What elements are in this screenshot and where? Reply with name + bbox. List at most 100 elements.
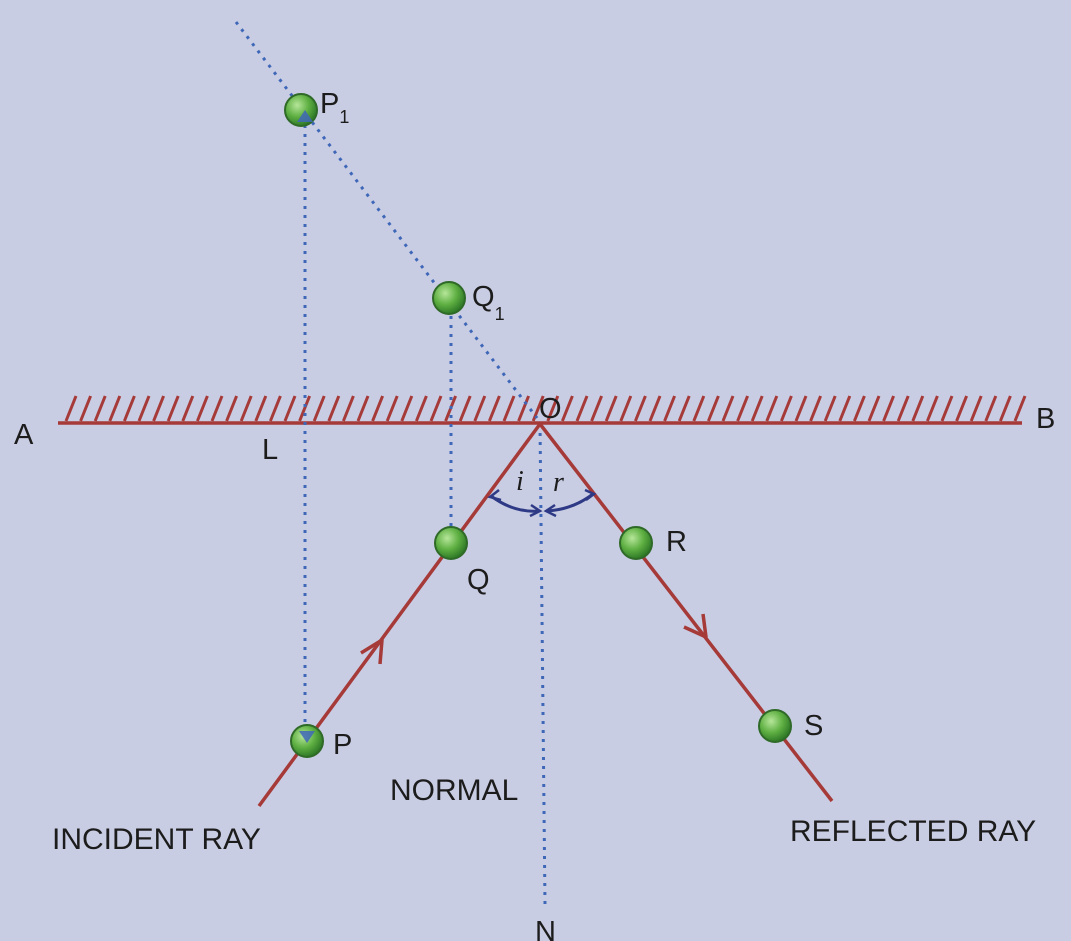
p-marker-icon bbox=[299, 731, 315, 743]
mirror-hatch bbox=[269, 395, 282, 422]
mirror-hatch bbox=[882, 395, 895, 422]
mirror-hatch bbox=[750, 395, 764, 422]
mirror-hatch bbox=[561, 395, 574, 422]
mirror-hatch bbox=[283, 395, 297, 422]
mirror-hatch bbox=[327, 395, 341, 422]
mirror-hatch bbox=[488, 395, 501, 422]
angle-r-arrowhead-right bbox=[584, 488, 597, 501]
angle-i-arrowhead-right bbox=[529, 503, 543, 518]
angle-i-arrowhead-left bbox=[487, 489, 502, 502]
label-p: P bbox=[333, 729, 352, 761]
p1-marker-icon bbox=[297, 110, 313, 122]
mirror-hatch bbox=[794, 395, 808, 422]
label-q: Q bbox=[467, 564, 490, 596]
label-p1: P1 bbox=[320, 88, 349, 127]
label-angle-r: r bbox=[553, 467, 564, 498]
mirror-hatch bbox=[648, 395, 662, 422]
mirror-hatch bbox=[137, 395, 151, 422]
label-a: A bbox=[14, 419, 34, 451]
mirror-hatch bbox=[955, 395, 968, 422]
normal-line bbox=[538, 423, 547, 906]
mirror-hatch bbox=[502, 395, 516, 422]
mirror-hatch bbox=[356, 395, 370, 422]
incident-arrow bbox=[360, 638, 384, 665]
mirror-hatch bbox=[385, 395, 399, 422]
mirror-hatch bbox=[721, 395, 735, 422]
mirror-hatch bbox=[590, 395, 603, 422]
label-q1-letter: Q bbox=[472, 281, 495, 313]
mirror-hatch bbox=[79, 395, 92, 422]
pin-q bbox=[434, 526, 468, 560]
mirror-hatch bbox=[575, 395, 589, 422]
mirror-hatch bbox=[108, 395, 122, 422]
label-b: B bbox=[1036, 403, 1055, 435]
mirror-hatch bbox=[239, 395, 253, 422]
mirror-hatch bbox=[780, 395, 793, 422]
mirror-hatch bbox=[707, 395, 720, 422]
mirror-hatching bbox=[64, 395, 1027, 422]
mirror-hatch bbox=[400, 395, 414, 422]
mirror-hatch bbox=[692, 395, 706, 422]
mirror-hatch bbox=[371, 395, 384, 422]
mirror-hatch bbox=[765, 395, 779, 422]
mirror-hatch bbox=[166, 395, 180, 422]
mirror-hatch bbox=[940, 395, 954, 422]
mirror-hatch bbox=[312, 395, 326, 422]
construction-lines bbox=[234, 21, 547, 906]
mirror-hatch bbox=[999, 395, 1012, 422]
mirror-hatch bbox=[838, 395, 852, 422]
mirror-hatch bbox=[64, 395, 78, 422]
mirror-hatch bbox=[181, 395, 195, 422]
pin-r bbox=[619, 526, 653, 560]
mirror-hatch bbox=[254, 395, 268, 422]
mirror-hatch bbox=[911, 395, 925, 422]
mirror-hatch bbox=[429, 395, 443, 422]
mirror-hatch bbox=[93, 395, 107, 422]
mirror-hatch bbox=[853, 395, 866, 422]
label-incident-ray: INCIDENT RAY bbox=[52, 823, 261, 856]
mirror-hatch bbox=[926, 395, 939, 422]
label-angle-i: i bbox=[516, 466, 524, 497]
label-reflected-ray: REFLECTED RAY bbox=[790, 815, 1036, 848]
mirror-hatch bbox=[473, 395, 487, 422]
label-s: S bbox=[804, 710, 823, 742]
mirror-hatch bbox=[517, 395, 530, 422]
mirror-hatch bbox=[225, 395, 238, 422]
mirror-hatch bbox=[896, 395, 910, 422]
label-p1-letter: P bbox=[320, 88, 339, 120]
mirror-hatch bbox=[123, 395, 136, 422]
mirror-hatch bbox=[342, 395, 355, 422]
mirror-hatch bbox=[736, 395, 749, 422]
mirror-hatch bbox=[809, 395, 822, 422]
mirror-hatch bbox=[677, 395, 691, 422]
extended-reflected-line bbox=[234, 21, 539, 419]
label-o: O bbox=[539, 393, 562, 425]
label-q1-sub: 1 bbox=[495, 304, 505, 324]
mirror-hatch bbox=[604, 395, 618, 422]
mirror-hatch bbox=[634, 395, 647, 422]
label-r: R bbox=[666, 526, 687, 558]
label-normal: NORMAL bbox=[390, 774, 518, 807]
mirror-hatch bbox=[867, 395, 881, 422]
pin-q1 bbox=[432, 281, 466, 315]
reflected-arrow bbox=[683, 613, 708, 639]
mirror-hatch bbox=[984, 395, 998, 422]
mirror-hatch bbox=[823, 395, 837, 422]
mirror-hatch bbox=[969, 395, 983, 422]
label-q1: Q1 bbox=[472, 281, 505, 324]
mirror-hatch bbox=[1013, 395, 1027, 422]
label-n: N bbox=[535, 916, 556, 941]
mirror-hatch bbox=[458, 395, 472, 422]
mirror-hatch bbox=[663, 395, 676, 422]
mirror-hatch bbox=[196, 395, 209, 422]
reflected-ray-line bbox=[538, 422, 834, 803]
mirror-hatch bbox=[619, 395, 633, 422]
mirror-hatch bbox=[152, 395, 165, 422]
mirror-hatch bbox=[210, 395, 224, 422]
pin-s bbox=[758, 709, 792, 743]
mirror-hatch bbox=[546, 395, 560, 422]
mirror-hatch bbox=[415, 395, 428, 422]
label-p1-sub: 1 bbox=[339, 107, 349, 127]
